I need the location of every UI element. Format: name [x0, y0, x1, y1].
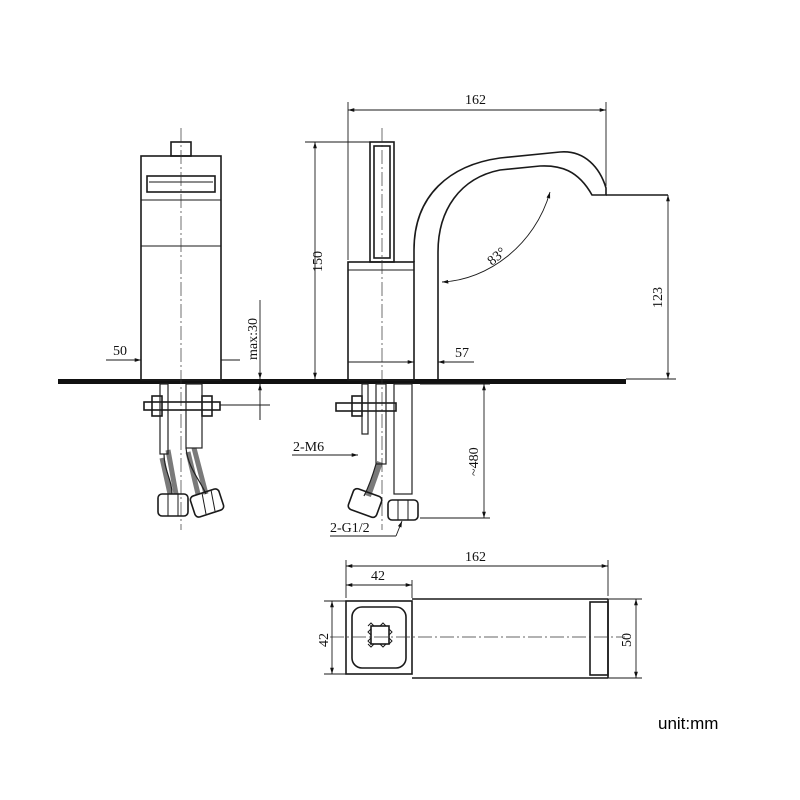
svg-text:2-G1/2: 2-G1/2	[330, 521, 370, 536]
dim-plan-handle-width: 42	[346, 569, 413, 598]
hose-connector-nut	[157, 493, 189, 517]
svg-text:42: 42	[317, 633, 332, 647]
dim-hose-length: ~480	[420, 383, 490, 519]
dim-max-thickness: max:30	[220, 300, 270, 420]
svg-text:150: 150	[311, 251, 326, 272]
dim-handle-width: 50	[106, 344, 240, 376]
dim-spout-length: 162	[347, 93, 607, 260]
dim-plan-spout-width: 50	[608, 598, 642, 679]
dim-spout-height: 123	[626, 195, 676, 380]
svg-text:50: 50	[113, 344, 127, 359]
spout-connection-hoses	[335, 383, 419, 521]
hose-connector-nut	[347, 487, 383, 519]
svg-text:max:30: max:30	[246, 318, 261, 360]
plan-view	[330, 598, 625, 679]
svg-text:2-M6: 2-M6	[293, 440, 324, 455]
svg-text:162: 162	[465, 550, 486, 565]
countertop	[58, 379, 626, 384]
dim-plan-handle-depth: 42	[317, 600, 346, 675]
handle-connection-hoses	[143, 383, 225, 518]
hose-connector-nut	[387, 499, 419, 521]
spout-side-view	[347, 128, 668, 530]
dim-plan-length: 162	[345, 550, 609, 598]
svg-text:~480: ~480	[467, 447, 482, 476]
svg-text:123: 123	[651, 287, 666, 308]
svg-text:162: 162	[465, 93, 486, 108]
dim-spout-angle: 83°	[441, 191, 551, 284]
svg-text:42: 42	[371, 569, 385, 584]
svg-text:50: 50	[620, 633, 635, 647]
svg-text:83°: 83°	[485, 245, 510, 269]
hose-connector-nut	[189, 488, 225, 518]
svg-text:57: 57	[455, 346, 469, 361]
label-connectors: 2-G1/2	[330, 520, 403, 537]
unit-label: unit:mm	[658, 714, 719, 733]
dim-base-width: 57	[348, 346, 474, 364]
handle-side-view	[140, 128, 222, 530]
dim-handle-height: 150	[305, 141, 370, 379]
label-bolts: 2-M6	[292, 440, 358, 457]
